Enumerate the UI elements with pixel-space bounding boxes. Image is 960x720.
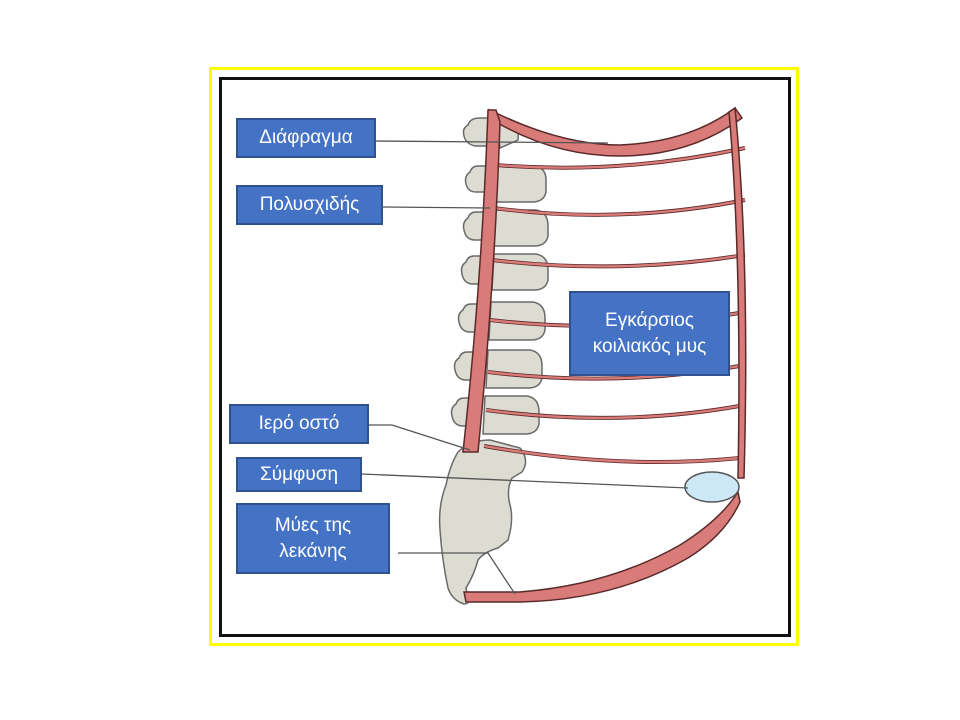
leader-line-multifidus: [382, 206, 491, 209]
label-pelvic-floor: Μύες της λεκάνης: [236, 503, 390, 574]
sacrum-bone: [438, 439, 527, 605]
diaphragm-muscle: [488, 106, 744, 157]
vertebra: [462, 117, 493, 147]
transversus-band: [493, 198, 746, 217]
transversus-band: [495, 146, 746, 169]
leader-line-symphysis: [361, 473, 689, 489]
label-multifidus: Πολυσχιδής: [236, 185, 383, 225]
transversus-band: [485, 403, 746, 420]
label-diaphragm: Διάφραγμα: [236, 118, 376, 158]
transversus-band: [483, 444, 741, 464]
abdominal-wall-muscle: [728, 106, 747, 479]
leader-lines: [361, 140, 689, 595]
leader-line-pelvic-floor: [398, 552, 516, 595]
label-transversus: Εγκάρσιος κοιλιακός μυς: [569, 291, 730, 376]
vertebra: [493, 209, 549, 247]
vertebrae: [450, 117, 549, 435]
multifidus-muscle: [462, 109, 501, 453]
leader-line-sacrum: [369, 424, 471, 451]
label-symphysis: Σύμφυση: [236, 457, 362, 492]
leader-line-diaphragm: [375, 140, 609, 144]
pelvic-floor-muscle: [463, 490, 741, 603]
vertebra: [485, 349, 543, 389]
symphysis-shape: [684, 471, 740, 503]
label-sacrum: Ιερό οστό: [229, 404, 369, 444]
vertebra: [464, 165, 491, 193]
transversus-band: [491, 253, 746, 268]
vertebra: [494, 165, 547, 203]
